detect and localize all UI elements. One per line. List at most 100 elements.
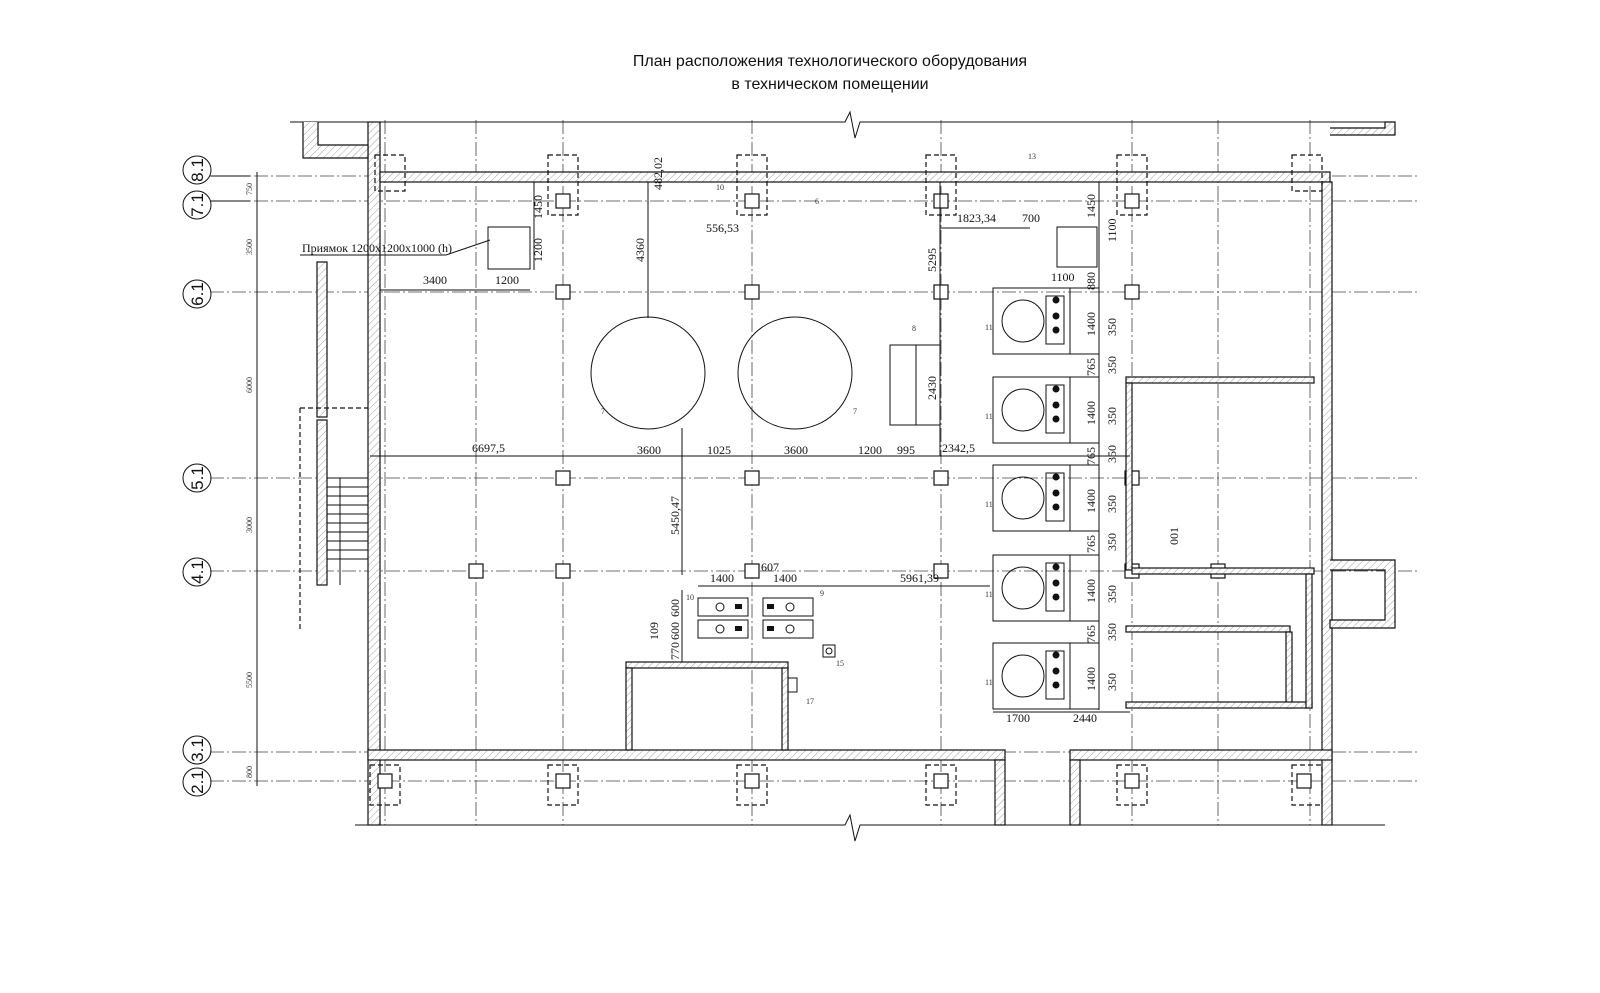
svg-text:2430: 2430 — [925, 376, 939, 400]
svg-text:5500: 5500 — [245, 672, 254, 688]
title-line-2: в техническом помещении — [731, 76, 928, 93]
svg-text:770: 770 — [668, 642, 682, 660]
svg-text:8.1: 8.1 — [188, 158, 207, 182]
unit-gap-dim: 765 — [1084, 535, 1098, 553]
unit-11: 11 1400 350 765 350 — [985, 554, 1119, 643]
svg-text:607: 607 — [761, 560, 779, 574]
svg-text:8: 8 — [912, 324, 916, 333]
callouts: 6 7 7 8 9 10 10 13 15 17 — [601, 152, 1036, 706]
svg-text:5961,39: 5961,39 — [900, 571, 939, 585]
unit-callout: 11 — [985, 500, 993, 509]
svg-text:7: 7 — [853, 407, 857, 416]
svg-text:17: 17 — [806, 697, 814, 706]
svg-text:15: 15 — [836, 659, 844, 668]
unit-dim: 1400 — [1084, 667, 1098, 691]
dimension-labels: 3400 1200 1200 1450 482,02 556,53 4360 5… — [423, 157, 1119, 725]
svg-text:1823,34: 1823,34 — [957, 211, 996, 225]
svg-text:3000: 3000 — [245, 517, 254, 533]
svg-text:1200: 1200 — [858, 443, 882, 457]
axis-3-1: 3.1 — [182, 735, 212, 765]
svg-text:1200: 1200 — [531, 238, 545, 262]
axis-8-1: 8.1 — [182, 155, 250, 185]
unit-dim: 350 — [1105, 407, 1119, 425]
svg-text:1100: 1100 — [1051, 270, 1075, 284]
svg-text:556,53: 556,53 — [706, 221, 739, 235]
svg-text:1100: 1100 — [1105, 218, 1119, 242]
unit-gap-dim: 350 — [1105, 356, 1119, 374]
svg-text:482,02: 482,02 — [651, 157, 665, 190]
pump-groups — [697, 597, 836, 658]
svg-text:700: 700 — [1022, 211, 1040, 225]
pit-label: Приямок 1200х1200х1000 (h) — [302, 241, 452, 255]
svg-text:600: 600 — [668, 599, 682, 617]
svg-text:1400: 1400 — [710, 571, 734, 585]
svg-text:880: 880 — [1084, 272, 1098, 290]
svg-text:4.1: 4.1 — [188, 560, 207, 584]
svg-text:1025: 1025 — [707, 443, 731, 457]
svg-text:995: 995 — [897, 443, 915, 457]
axis-5-1: 5.1 — [182, 463, 212, 493]
unit-11: 11 1400 350 — [985, 642, 1119, 710]
unit-dim: 350 — [1105, 673, 1119, 691]
svg-text:6697,5: 6697,5 — [472, 441, 505, 455]
stair-treads — [327, 477, 368, 585]
axis-4-1: 4.1 — [182, 557, 212, 587]
svg-text:3400: 3400 — [423, 273, 447, 287]
svg-text:109: 109 — [647, 622, 661, 640]
svg-text:2342,5: 2342,5 — [942, 441, 975, 455]
svg-text:6: 6 — [815, 197, 819, 206]
svg-text:800: 800 — [245, 766, 254, 778]
svg-text:1450: 1450 — [1084, 194, 1098, 218]
svg-text:1400: 1400 — [773, 571, 797, 585]
svg-text:750: 750 — [245, 183, 254, 195]
svg-text:1450: 1450 — [531, 195, 545, 219]
svg-text:5450,47: 5450,47 — [668, 496, 682, 535]
svg-text:7.1: 7.1 — [188, 193, 207, 217]
unit-callout: 11 — [985, 590, 993, 599]
tank-2 — [737, 316, 853, 430]
axis-2-1: 2.1 — [182, 767, 212, 797]
title-line-1: План расположения технологического обору… — [633, 53, 1027, 70]
unit-dim: 1400 — [1084, 489, 1098, 513]
walls — [299, 121, 1396, 826]
svg-text:2440: 2440 — [1073, 711, 1097, 725]
unit-gap-dim: 765 — [1084, 625, 1098, 643]
svg-text:5.1: 5.1 — [188, 466, 207, 490]
svg-text:3600: 3600 — [784, 443, 808, 457]
svg-text:1700: 1700 — [1006, 711, 1030, 725]
break-lines — [290, 110, 1395, 842]
rooms: 001 — [625, 376, 1315, 751]
unit-gap-dim: 350 — [1105, 623, 1119, 641]
svg-text:10: 10 — [686, 593, 694, 602]
unit-gap-dim: 350 — [1105, 445, 1119, 463]
unit-dim: 1400 — [1084, 579, 1098, 603]
tank-1 — [590, 316, 706, 430]
svg-text:3600: 3600 — [637, 443, 661, 457]
unit-dim: 350 — [1105, 318, 1119, 336]
unit-dim: 1400 — [1084, 401, 1098, 425]
unit-dim: 350 — [1105, 585, 1119, 603]
svg-text:6.1: 6.1 — [188, 282, 207, 306]
dimension-lines — [370, 182, 1130, 713]
axis-7-1: 7.1 — [182, 190, 250, 220]
svg-text:7: 7 — [601, 407, 605, 416]
unit-callout: 11 — [985, 323, 993, 332]
svg-text:600: 600 — [668, 622, 682, 640]
unit-callout: 11 — [985, 678, 993, 687]
grid-lines — [210, 120, 1420, 825]
svg-text:3.1: 3.1 — [188, 738, 207, 762]
pit-left: Приямок 1200х1200х1000 (h) — [300, 226, 531, 270]
svg-text:6000: 6000 — [245, 377, 254, 393]
unit-gap-dim: 350 — [1105, 533, 1119, 551]
room-001-label: 001 — [1167, 527, 1181, 545]
pit-right — [1056, 226, 1098, 268]
tanks — [590, 316, 941, 430]
svg-text:9: 9 — [820, 589, 824, 598]
unit-callout: 11 — [985, 412, 993, 421]
unit-dim: 1400 — [1084, 312, 1098, 336]
svg-text:2.1: 2.1 — [188, 770, 207, 794]
svg-text:10: 10 — [716, 183, 724, 192]
